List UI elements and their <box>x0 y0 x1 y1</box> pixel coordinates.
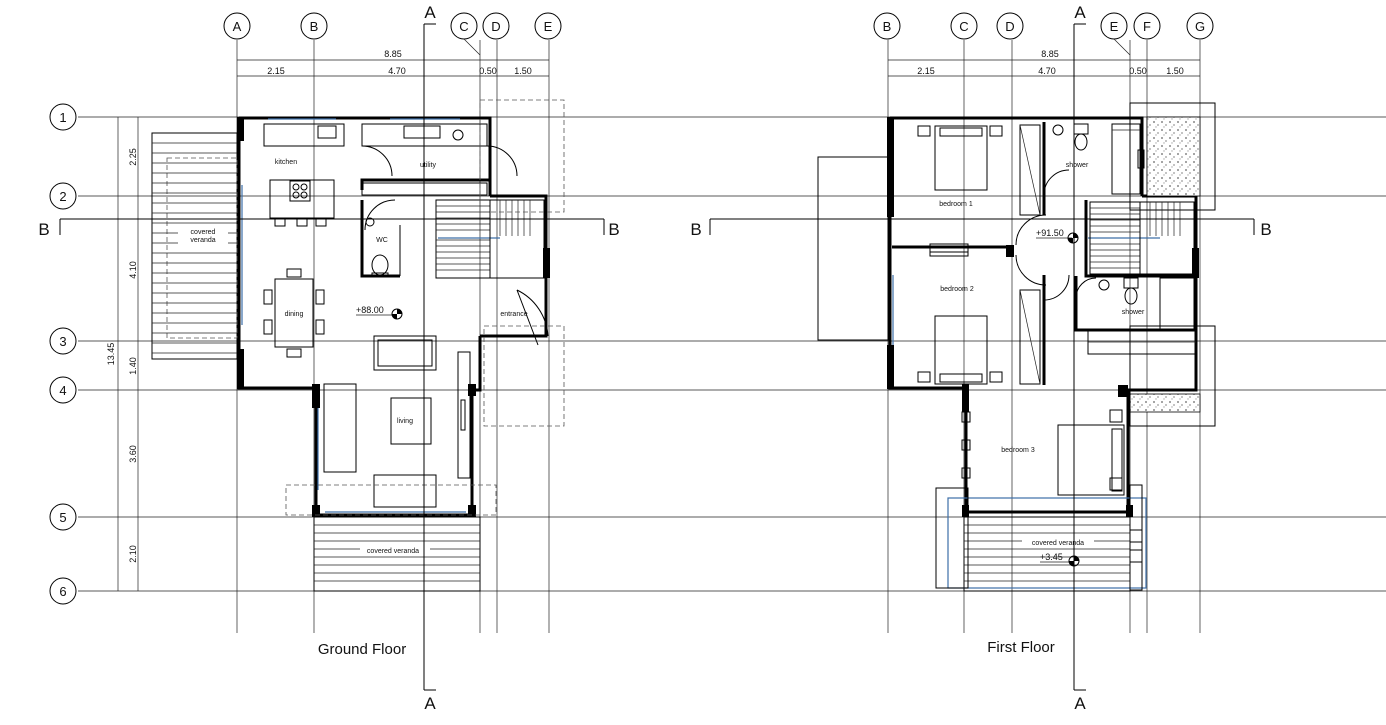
svg-text:3: 3 <box>59 334 66 349</box>
svg-text:0.50: 0.50 <box>1129 66 1147 76</box>
svg-text:2.15: 2.15 <box>917 66 935 76</box>
first-col-bubble-D: D <box>996 12 1024 40</box>
svg-text:D: D <box>1005 19 1014 34</box>
first-grid-column-bubbles: B C D E F G <box>873 12 1214 56</box>
svg-text:4.70: 4.70 <box>388 66 406 76</box>
svg-text:2.10: 2.10 <box>128 545 138 563</box>
grid-row-bubble-6: 6 <box>49 577 77 605</box>
side-veranda-label-1: covered <box>191 229 216 236</box>
svg-text:2.15: 2.15 <box>267 66 285 76</box>
grid-row-bubble-1: 1 <box>49 103 77 131</box>
front-veranda-label: covered veranda <box>367 548 419 555</box>
svg-text:4.10: 4.10 <box>128 261 138 279</box>
svg-text:8.85: 8.85 <box>1041 49 1059 59</box>
svg-text:C: C <box>959 19 968 34</box>
entrance-label: entrance <box>500 311 527 318</box>
first-floor-title: First Floor <box>987 639 1055 656</box>
svg-text:C: C <box>459 19 468 34</box>
ground-floor-plan: covered veranda <box>151 99 565 592</box>
wc-label: WC <box>376 237 388 244</box>
first-veranda-level: +3.45 <box>1040 552 1063 562</box>
svg-text:1.50: 1.50 <box>1166 66 1184 76</box>
grid-row-bubble-5: 5 <box>49 503 77 531</box>
dining-label: dining <box>285 311 304 318</box>
utility-label: utility <box>420 162 436 169</box>
first-veranda-label: covered veranda <box>1032 540 1084 547</box>
first-col-bubble-G: G <box>1186 12 1214 40</box>
ground-floor-title: Ground Floor <box>318 641 406 658</box>
ground-dimension-chain: 8.85 2.15 4.70 0.50 1.50 <box>237 49 549 77</box>
first-veranda: covered veranda +3.45 <box>935 484 1147 592</box>
svg-text:1: 1 <box>59 110 66 125</box>
svg-text:1.50: 1.50 <box>514 66 532 76</box>
svg-text:F: F <box>1143 19 1151 34</box>
grid-row-bubbles: 1 2 3 4 5 6 <box>49 103 77 605</box>
svg-text:4.70: 4.70 <box>1038 66 1056 76</box>
svg-text:13.45: 13.45 <box>106 343 116 366</box>
svg-text:A: A <box>424 694 436 713</box>
ground-section-marks: A A B B <box>38 3 619 713</box>
svg-text:E: E <box>544 19 553 34</box>
ground-col-bubble-D: D <box>482 12 510 40</box>
svg-text:8.85: 8.85 <box>384 49 402 59</box>
bedroom2-label: bedroom 2 <box>940 286 974 293</box>
svg-text:6: 6 <box>59 584 66 599</box>
svg-text:A: A <box>424 3 436 22</box>
ground-side-veranda: covered veranda <box>151 132 238 360</box>
svg-text:+88.00: +88.00 <box>356 305 384 315</box>
svg-text:5: 5 <box>59 510 66 525</box>
svg-text:B: B <box>1260 220 1271 239</box>
kitchen-label: kitchen <box>275 159 297 166</box>
svg-text:B: B <box>38 220 49 239</box>
ground-grid-column-bubbles: A B C D E <box>223 12 562 56</box>
first-dimension-chain: 8.85 2.15 4.70 0.50 1.50 <box>888 49 1200 77</box>
shower2-label: shower <box>1122 309 1145 316</box>
first-level-marker: +91.50 <box>1036 228 1079 244</box>
svg-text:A: A <box>1074 694 1086 713</box>
ground-col-bubble-B: B <box>300 12 328 40</box>
svg-text:2.25: 2.25 <box>128 148 138 166</box>
first-col-bubble-F: F <box>1133 12 1161 40</box>
svg-text:A: A <box>233 19 242 34</box>
svg-text:3.60: 3.60 <box>128 445 138 463</box>
grid-row-bubble-3: 3 <box>49 327 77 355</box>
svg-text:0.50: 0.50 <box>479 66 497 76</box>
svg-text:D: D <box>491 19 500 34</box>
svg-text:E: E <box>1110 19 1119 34</box>
ground-stair <box>435 199 545 279</box>
bedroom3-label: bedroom 3 <box>1001 447 1035 454</box>
svg-text:2: 2 <box>59 189 66 204</box>
svg-text:A: A <box>1074 3 1086 22</box>
first-col-bubble-C: C <box>950 12 978 40</box>
first-col-bubble-E: E <box>1100 12 1128 40</box>
ground-front-veranda: covered veranda <box>313 516 481 592</box>
first-section-marks: A A B B <box>690 3 1271 713</box>
living-label: living <box>397 418 413 425</box>
svg-text:B: B <box>608 220 619 239</box>
shower1-label: shower <box>1066 162 1089 169</box>
grid-row-bubble-4: 4 <box>49 376 77 404</box>
side-veranda-label-2: veranda <box>190 237 215 244</box>
svg-text:B: B <box>310 19 319 34</box>
ground-col-bubble-E: E <box>534 12 562 40</box>
svg-text:B: B <box>883 19 892 34</box>
first-col-bubble-B: B <box>873 12 901 40</box>
vertical-dimension-chain: 13.45 2.25 4.10 1.40 3.60 2.10 <box>106 117 139 591</box>
grid-row-bubble-2: 2 <box>49 182 77 210</box>
bedroom1-label: bedroom 1 <box>939 201 973 208</box>
ground-col-bubble-C: C <box>450 12 478 40</box>
svg-text:1.40: 1.40 <box>128 357 138 375</box>
ground-level-marker: +88.00 <box>356 305 403 320</box>
svg-text:+91.50: +91.50 <box>1036 228 1064 238</box>
svg-text:B: B <box>690 220 701 239</box>
first-floor-plan: covered veranda +3.45 +91.50 bedroom 1 s… <box>817 102 1216 592</box>
svg-text:4: 4 <box>59 383 66 398</box>
svg-text:G: G <box>1195 19 1205 34</box>
ground-col-bubble-A: A <box>223 12 251 40</box>
